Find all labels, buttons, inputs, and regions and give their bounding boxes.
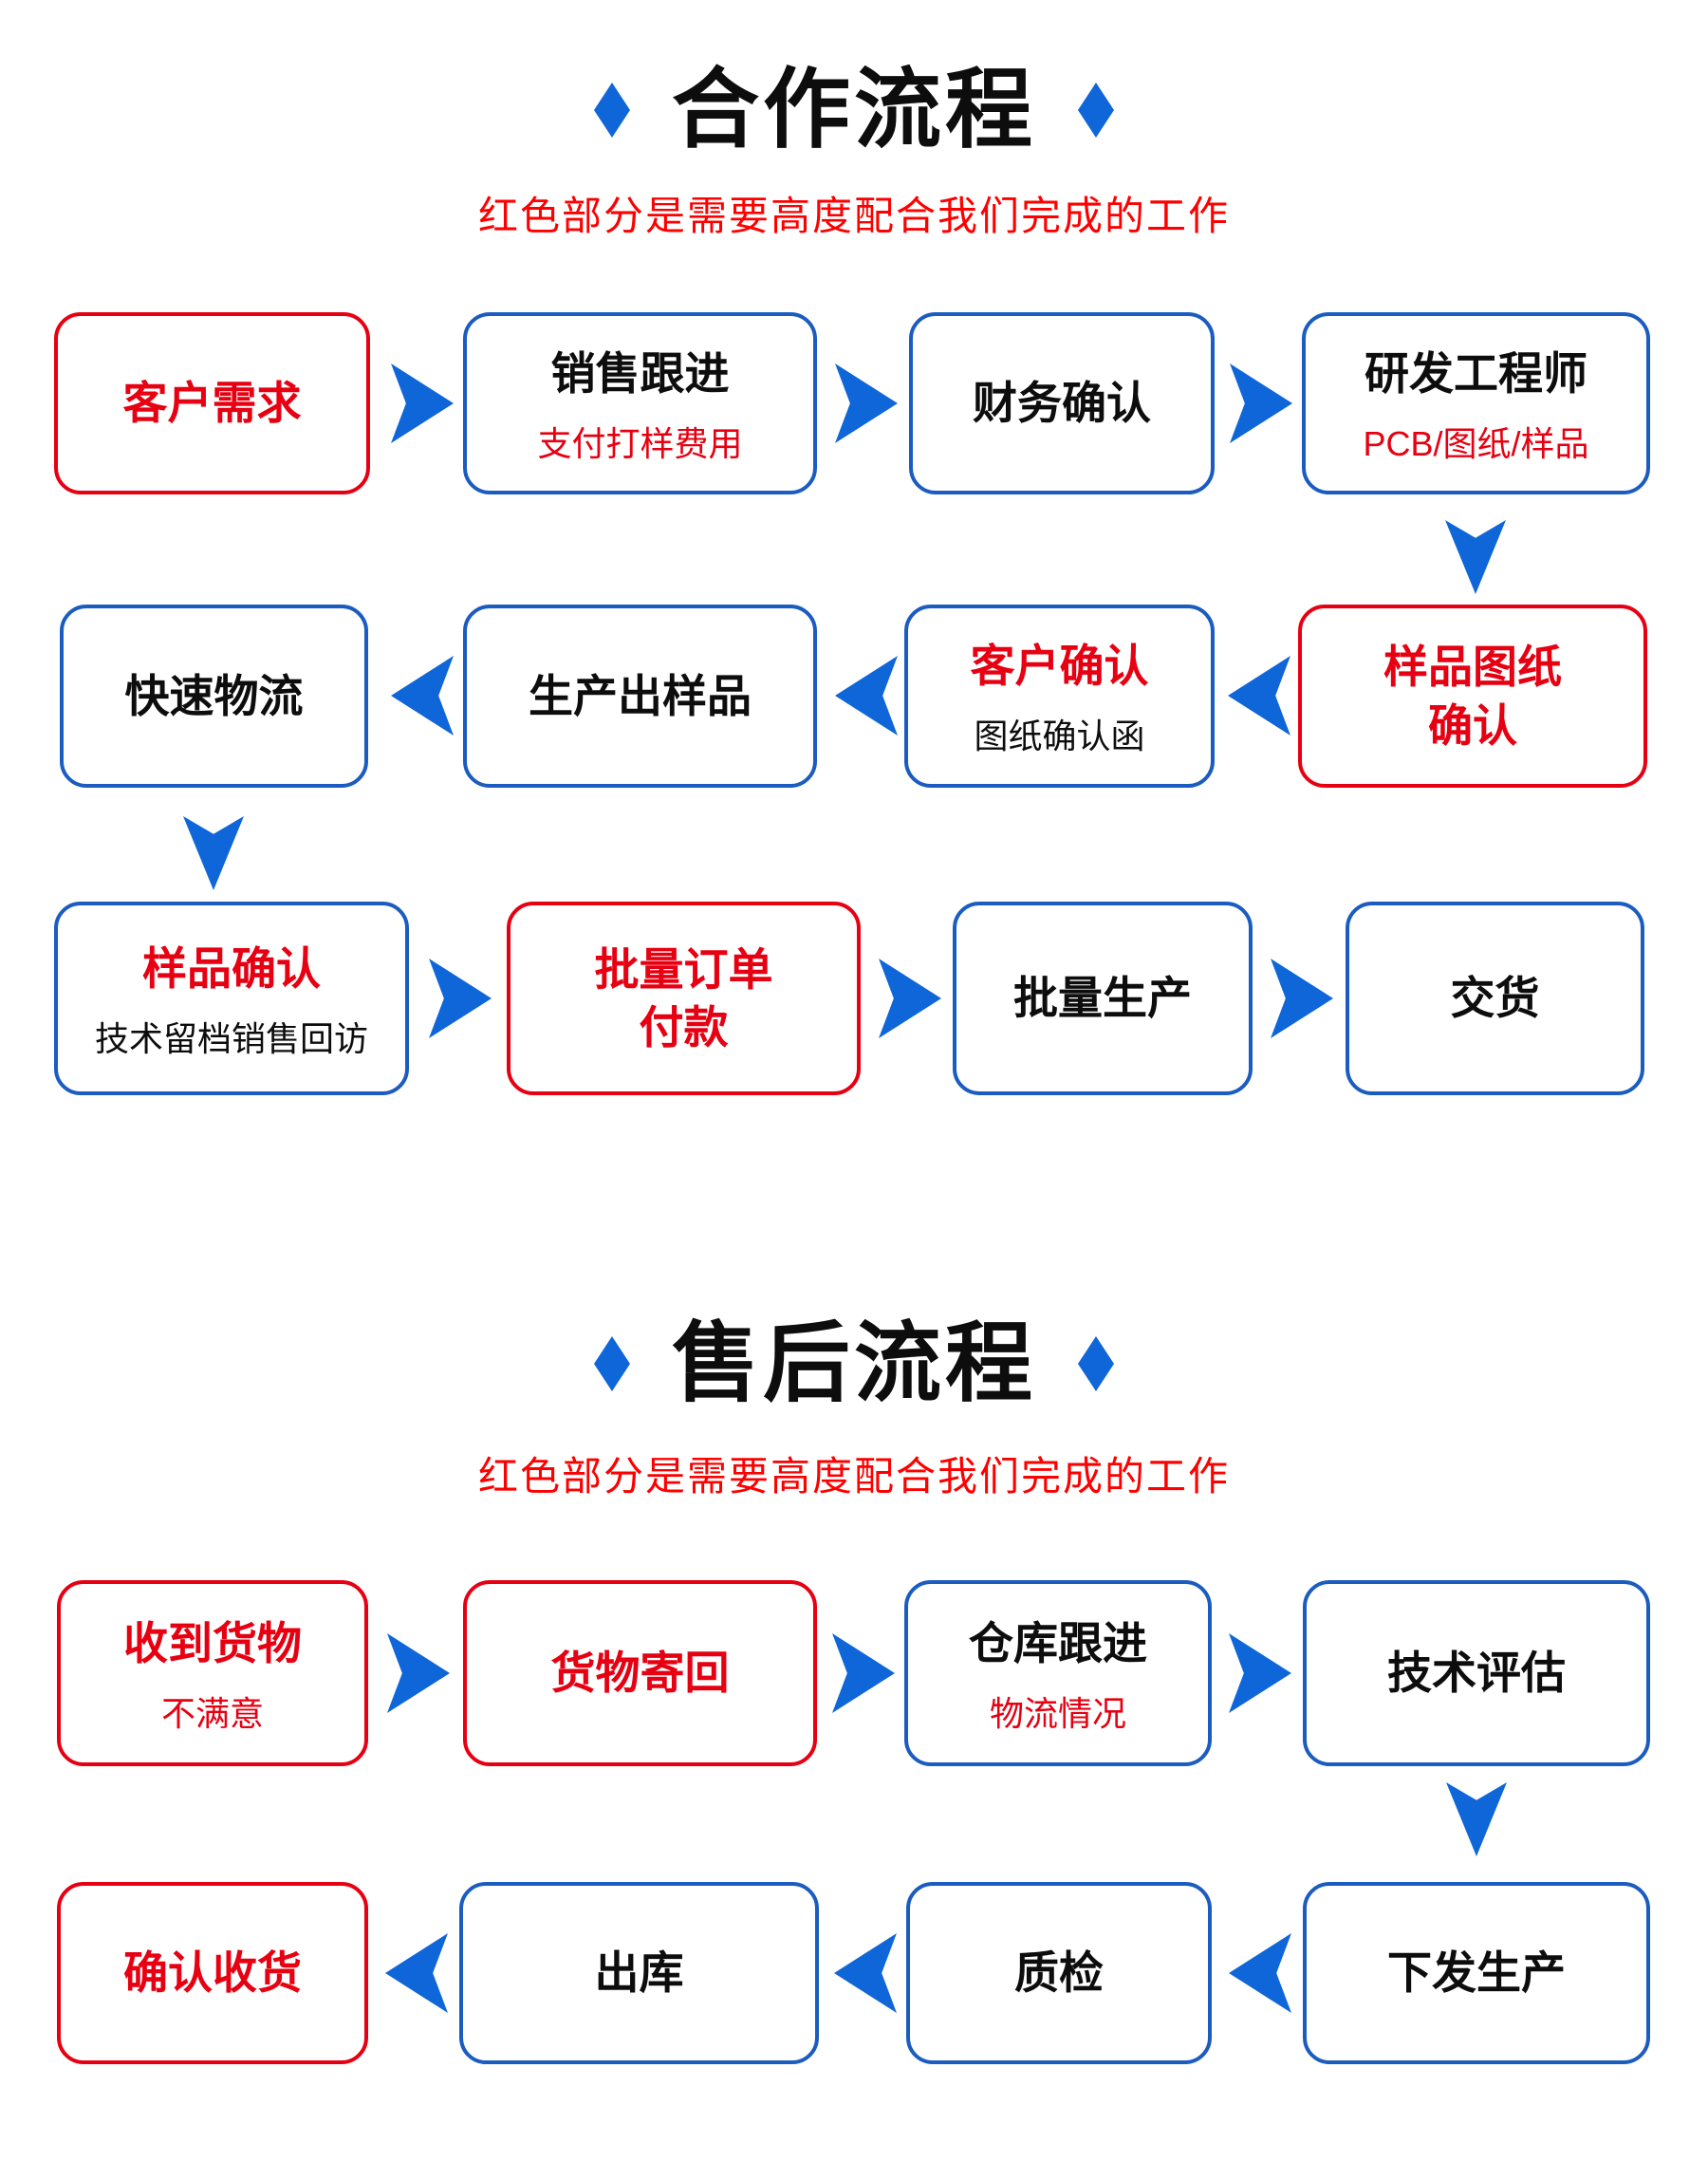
box-rd-engineer: 研发工程师 PCB/图纸/样品: [1302, 312, 1650, 494]
arrow-left-icon: [835, 656, 898, 736]
box-title: 客户确认: [970, 641, 1149, 692]
box-fast-logistics: 快速物流: [60, 605, 368, 788]
box-subtitle: PCB/图纸/样品: [1363, 423, 1589, 463]
box-quality-inspection: 质检: [906, 1882, 1212, 2064]
box-title: 快速物流: [124, 670, 304, 721]
box-outbound: 出库: [459, 1882, 819, 2064]
arrow-left-icon: [391, 656, 454, 736]
arrow-left-icon: [1228, 656, 1290, 736]
arrow-down-icon: [183, 816, 244, 890]
box-customer-demand: 客户需求: [54, 312, 370, 494]
box-subtitle: 图纸确认函: [974, 717, 1145, 756]
box-title: 批量生产: [1013, 973, 1192, 1024]
box-title: 销售跟进: [550, 347, 730, 399]
box-title: 交货: [1450, 973, 1540, 1024]
arrow-right-icon: [835, 363, 898, 443]
arrow-right-icon: [1229, 1633, 1291, 1713]
box-title: 客户需求: [122, 378, 302, 429]
box-title: 仓库跟进: [969, 1617, 1147, 1668]
box-produce-sample: 生产出样品: [463, 605, 817, 788]
arrow-left-icon: [385, 1933, 448, 2013]
section-title-text: 合作流程: [671, 62, 1036, 158]
arrow-right-icon: [387, 1633, 450, 1713]
arrow-right-icon: [832, 1633, 895, 1713]
box-customer-confirm: 客户确认 图纸确认函: [904, 605, 1215, 788]
arrow-left-icon: [834, 1933, 897, 2013]
box-title: 确认收货: [123, 1947, 302, 1999]
box-title: 出库: [594, 1947, 684, 1999]
arrow-right-icon: [879, 959, 941, 1038]
box-title: 样品图纸 确认: [1383, 642, 1562, 751]
box-subtitle: 不满意: [160, 1693, 264, 1733]
box-title: 技术评估: [1387, 1648, 1566, 1699]
box-goods-return: 货物寄回: [463, 1580, 817, 1766]
diamond-icon: [593, 83, 630, 138]
box-title: 下发生产: [1387, 1947, 1566, 1999]
diamond-icon: [593, 1336, 630, 1391]
arrow-right-icon: [391, 363, 454, 443]
section-title: 合作流程: [0, 53, 1708, 167]
section-subtitle: 红色部分是需要高度配合我们完成的工作: [477, 193, 1230, 238]
box-subtitle: 技术留档销售回访: [94, 1018, 368, 1058]
arrow-down-icon: [1446, 1782, 1507, 1856]
arrow-right-icon: [1230, 363, 1292, 443]
arrow-left-icon: [1229, 1933, 1291, 2013]
box-issue-production: 下发生产: [1303, 1882, 1650, 2064]
box-title: 研发工程师: [1365, 347, 1587, 399]
box-title: 生产出样品: [529, 670, 752, 721]
box-warehouse-follow-up: 仓库跟进 物流情况: [904, 1580, 1212, 1766]
arrow-down-icon: [1445, 520, 1506, 594]
section-title-text: 售后流程: [671, 1315, 1036, 1412]
arrow-right-icon: [429, 959, 492, 1038]
box-title: 样品确认: [142, 942, 321, 994]
box-title: 财务确认: [973, 378, 1151, 429]
arrow-right-icon: [1271, 959, 1333, 1038]
section-subtitle: 红色部分是需要高度配合我们完成的工作: [477, 1453, 1230, 1499]
box-bulk-production: 批量生产: [953, 902, 1253, 1095]
box-subtitle: 物流情况: [989, 1693, 1126, 1733]
diamond-icon: [1078, 83, 1114, 138]
box-technical-evaluation: 技术评估: [1303, 1580, 1650, 1766]
box-title: 货物寄回: [550, 1648, 730, 1699]
box-title: 质检: [1014, 1947, 1104, 1999]
box-confirm-receipt: 确认收货: [57, 1882, 368, 2064]
section-title: 售后流程: [0, 1307, 1708, 1421]
box-bulk-order-payment: 批量订单 付款: [507, 902, 861, 1095]
box-delivery: 交货: [1346, 902, 1644, 1095]
box-goods-received: 收到货物 不满意: [57, 1580, 368, 1766]
box-sample-confirm: 样品确认 技术留档销售回访: [54, 902, 409, 1095]
box-finance-confirm: 财务确认: [909, 312, 1215, 494]
box-title: 收到货物: [123, 1617, 302, 1668]
box-subtitle: 支付打样费用: [537, 423, 743, 463]
box-sample-drawing-confirm: 样品图纸 确认: [1298, 605, 1647, 788]
box-sales-follow-up: 销售跟进 支付打样费用: [463, 312, 817, 494]
diamond-icon: [1078, 1336, 1114, 1391]
box-title: 批量订单 付款: [594, 943, 773, 1053]
